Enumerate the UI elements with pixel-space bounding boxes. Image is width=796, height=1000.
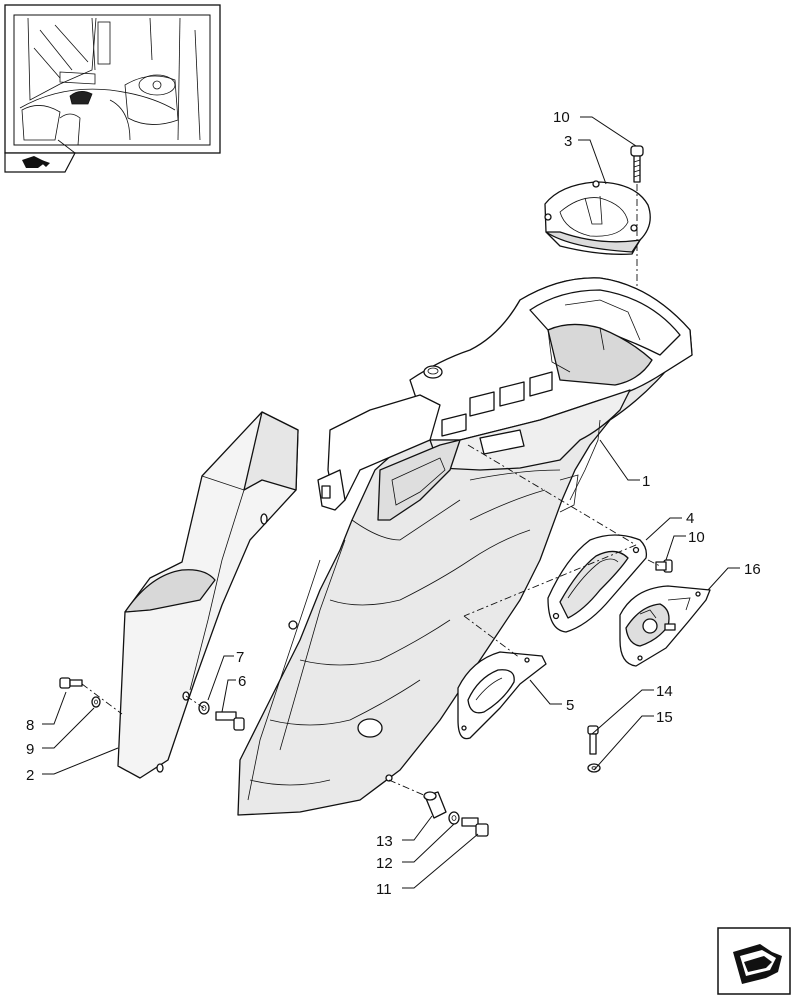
part-4-frame-gasket xyxy=(547,534,648,633)
part-1-console-housing xyxy=(237,277,693,816)
callout-12: 12 xyxy=(376,855,393,872)
bolt-10-top xyxy=(630,145,644,183)
part-16-bracket xyxy=(619,585,711,667)
washer-9 xyxy=(91,696,101,708)
callout-5: 5 xyxy=(566,697,574,714)
callout-labels: 10 3 1 4 10 16 7 6 8 9 2 5 14 15 13 12 1… xyxy=(26,109,761,898)
part-3-top-cap xyxy=(544,180,651,255)
spacer-13 xyxy=(423,791,447,819)
bolt-10-right xyxy=(655,559,673,573)
callout-3: 3 xyxy=(564,133,572,150)
washer-12 xyxy=(448,811,460,825)
bolt-6 xyxy=(215,711,245,731)
callout-9: 9 xyxy=(26,741,34,758)
location-thumbnail[interactable] xyxy=(4,4,221,173)
callout-6: 6 xyxy=(238,673,246,690)
callout-11: 11 xyxy=(376,881,392,898)
part-5-lower-plate xyxy=(457,651,547,740)
part-2-side-panel xyxy=(117,411,299,779)
leader-lines xyxy=(42,116,740,889)
callout-1: 1 xyxy=(642,473,650,490)
callout-13: 13 xyxy=(376,833,393,850)
screw-8 xyxy=(59,677,83,689)
previous-page-button[interactable] xyxy=(717,927,791,995)
previous-page-arrow-icon xyxy=(733,944,782,984)
callout-10-right: 10 xyxy=(688,529,705,546)
callout-15: 15 xyxy=(656,709,673,726)
callout-16: 16 xyxy=(744,561,761,578)
callout-14: 14 xyxy=(656,683,673,700)
callout-10-top: 10 xyxy=(553,109,570,126)
callout-4: 4 xyxy=(686,510,694,527)
bolt-14 xyxy=(587,725,599,755)
callout-7: 7 xyxy=(236,649,244,666)
callout-2: 2 xyxy=(26,767,34,784)
cab-interior-location-icon xyxy=(22,156,50,168)
callout-8: 8 xyxy=(26,717,34,734)
screw-11 xyxy=(461,817,489,837)
